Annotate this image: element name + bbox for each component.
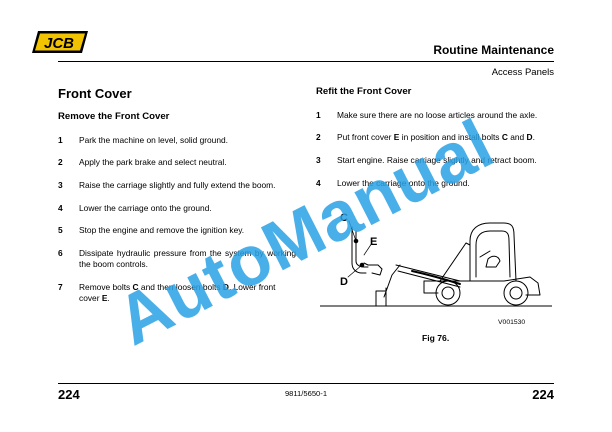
page-title: Front Cover xyxy=(58,86,132,101)
figure-caption: Fig 76. xyxy=(422,333,450,343)
step-number: 3 xyxy=(58,180,63,190)
remove-heading: Remove the Front Cover xyxy=(58,111,170,122)
step-text: Dissipate hydraulic pressure from the sy… xyxy=(79,248,296,269)
carriage-link xyxy=(383,264,401,298)
step-number: 5 xyxy=(58,225,63,235)
chassis xyxy=(423,276,541,296)
step-text: Stop the engine and remove the ignition … xyxy=(79,225,245,235)
front-wheel xyxy=(435,280,461,306)
step-number: 4 xyxy=(316,178,321,188)
detail-cover-edge xyxy=(355,230,369,268)
telehandler-illustration: C E D xyxy=(320,212,552,307)
label-c: C xyxy=(340,212,348,224)
section-title: Routine Maintenance xyxy=(433,43,554,57)
carriage xyxy=(375,287,395,307)
cab-window xyxy=(475,230,511,278)
step-text: Remove bolts C and then loosen bolts D. … xyxy=(79,282,276,303)
figure-code: V001530 xyxy=(498,319,526,326)
page-number-left: 224 xyxy=(58,387,80,402)
label-e: E xyxy=(370,236,377,248)
operator-cab xyxy=(469,222,517,282)
step-text: Start engine. Raise carriage slightly an… xyxy=(337,155,537,165)
hydraulic-hose xyxy=(411,270,461,285)
steering-wheel xyxy=(479,250,491,258)
leader-e xyxy=(363,242,373,256)
leader-d xyxy=(347,264,363,278)
boom xyxy=(395,264,461,288)
section-subtitle: Access Panels xyxy=(491,67,554,78)
page-number-right: 224 xyxy=(532,387,554,402)
jcb-logo: JCB xyxy=(32,31,88,53)
step-text: Apply the park brake and select neutral. xyxy=(79,157,227,167)
step-text: Make sure there are no loose articles ar… xyxy=(337,110,538,120)
label-d: D xyxy=(340,276,348,288)
bolt-d xyxy=(359,262,365,268)
step-number: 4 xyxy=(58,203,63,213)
footer-divider xyxy=(58,383,554,384)
front-cover xyxy=(363,262,383,276)
document-code: 9811/5650-1 xyxy=(284,389,328,398)
step-text: Lower the carriage onto the ground. xyxy=(337,178,470,188)
svg-text:JCB: JCB xyxy=(44,35,74,52)
boom-pivot xyxy=(439,242,471,282)
step-text: Put front cover E in position and instal… xyxy=(337,132,535,142)
refit-heading: Refit the Front Cover xyxy=(316,86,412,97)
step-number: 2 xyxy=(58,157,63,167)
step-number: 7 xyxy=(58,282,63,292)
step-number: 3 xyxy=(316,155,321,165)
step-number: 2 xyxy=(316,132,321,142)
leader-c xyxy=(348,220,357,242)
operator-seat xyxy=(485,255,501,268)
bolt-c xyxy=(353,238,359,244)
step-text: Park the machine on level, solid ground. xyxy=(79,135,228,145)
step-text: Lower the carriage onto the ground. xyxy=(79,203,212,213)
step-text: Raise the carriage slightly and fully ex… xyxy=(79,180,276,190)
detail-outline xyxy=(351,226,367,274)
header-divider xyxy=(58,61,554,62)
rear-hub xyxy=(509,286,523,300)
front-hub xyxy=(441,286,455,300)
rear-wheel xyxy=(503,280,529,306)
front-frame xyxy=(423,280,439,294)
step-number: 1 xyxy=(316,110,321,120)
step-number: 1 xyxy=(58,135,63,145)
step-number: 6 xyxy=(58,248,63,258)
